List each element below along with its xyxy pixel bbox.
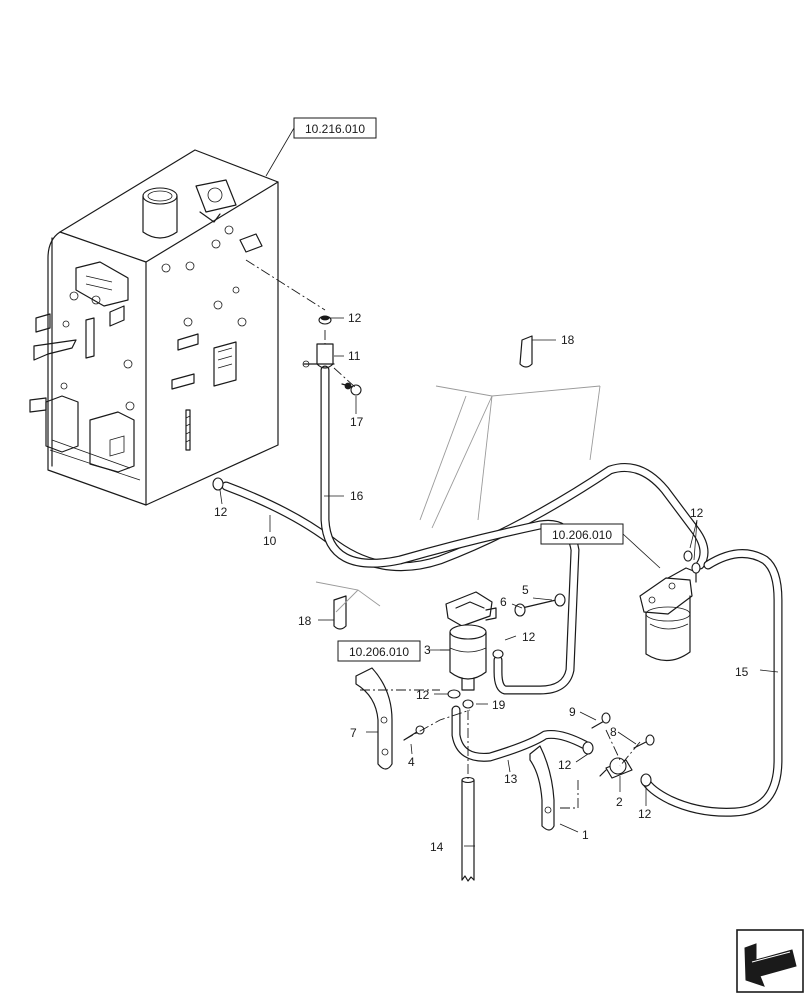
- bolt-5-washer-6: [514, 593, 566, 617]
- ref-tank[interactable]: 10.216.010: [265, 117, 377, 177]
- callout-18: 18: [561, 333, 575, 347]
- view-indicator: [315, 385, 601, 613]
- callout-12: 12: [558, 758, 572, 772]
- callout-12: 12: [522, 630, 536, 644]
- callout-12: 12: [638, 807, 652, 821]
- callout-16: 16: [350, 489, 364, 503]
- callout-14: 14: [430, 840, 444, 854]
- valve-2: [599, 757, 633, 779]
- ref-tank-label: 10.216.010: [305, 122, 365, 136]
- callout-1: 1: [582, 828, 589, 842]
- arrow-next-page-icon[interactable]: [736, 929, 804, 993]
- clamp-12-top: [318, 315, 332, 325]
- callout-19: 19: [492, 698, 506, 712]
- callout-7: 7: [350, 726, 357, 740]
- leader-lines: [219, 317, 779, 847]
- pipe-14: [461, 776, 475, 882]
- callout-3: 3: [424, 643, 431, 657]
- ref-filter-left-label: 10.206.010: [349, 645, 409, 659]
- clip-18-left: [333, 595, 347, 630]
- callout-11: 11: [348, 349, 361, 363]
- ref-filter-left[interactable]: 10.206.010: [337, 640, 421, 662]
- clip-18-top: [519, 335, 533, 368]
- pipe-13: [451, 705, 590, 762]
- callout-18: 18: [298, 614, 312, 628]
- callout-4: 4: [408, 755, 415, 769]
- callout-12: 12: [214, 505, 228, 519]
- pipe-15: [640, 549, 783, 817]
- callout-13: 13: [504, 772, 518, 786]
- fuel-tank: [29, 149, 279, 506]
- bracket-7: [355, 667, 393, 770]
- callout-12: 12: [690, 506, 704, 520]
- callout-5: 5: [522, 583, 529, 597]
- callout-2: 2: [616, 795, 623, 809]
- bolt-17: [341, 382, 362, 396]
- callout-17: 17: [350, 415, 364, 429]
- callout-8: 8: [610, 725, 617, 739]
- fuel-filter-left: [445, 591, 497, 691]
- bolt-8-9: [591, 712, 655, 749]
- callout-12: 12: [416, 688, 430, 702]
- callout-10: 10: [263, 534, 277, 548]
- callout-6: 6: [500, 595, 507, 609]
- bracket-1: [529, 745, 555, 831]
- callout-9: 9: [569, 705, 576, 719]
- callout-12: 12: [348, 311, 362, 325]
- pipe-10: [221, 463, 709, 572]
- clamp-12-small: [212, 477, 701, 787]
- ref-filter-right[interactable]: 10.206.010: [540, 523, 661, 569]
- clamp-11: [302, 343, 335, 369]
- ref-filter-right-label: 10.206.010: [552, 528, 612, 542]
- fuel-filter-right: [639, 567, 697, 662]
- callout-labels: 12 11 17 18 16 12 10 12 5 6 18 12 3 15 1…: [214, 311, 749, 854]
- callout-15: 15: [735, 665, 749, 679]
